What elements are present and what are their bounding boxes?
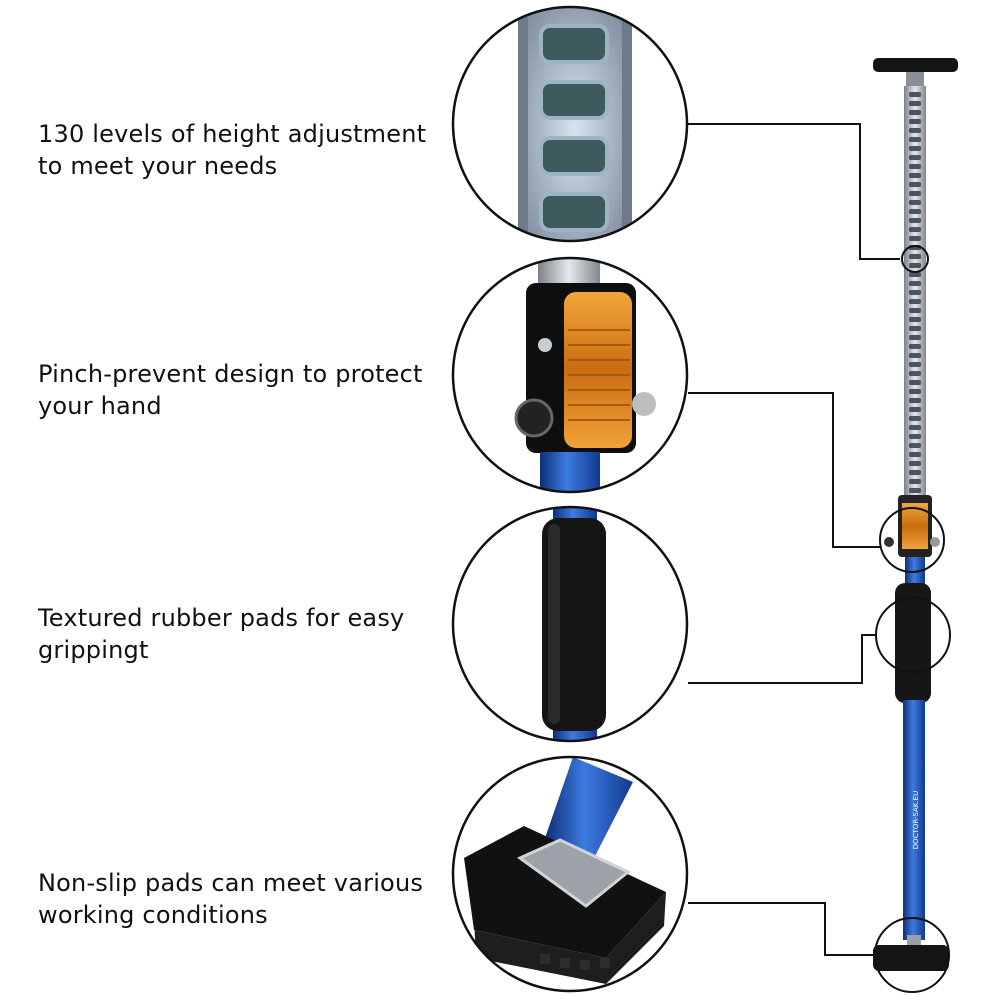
rack-slot	[909, 119, 921, 124]
rack-slot	[909, 164, 921, 169]
rack-slot	[909, 272, 921, 277]
rack-holes	[909, 92, 921, 493]
pole-label: DOCTOR-SAK.EU	[912, 791, 920, 849]
top-pad	[873, 58, 958, 72]
rack-slot	[909, 218, 921, 223]
rack-slot	[909, 335, 921, 340]
rack-slot	[909, 407, 921, 412]
product-pole: DOCTOR-SAK.EU	[873, 58, 958, 971]
rack-slot	[909, 488, 921, 493]
rack-slot	[909, 362, 921, 367]
rack-slot	[909, 317, 921, 322]
feature-label-pinch-prevent: Pinch-prevent design to protect your han…	[38, 360, 423, 420]
rack-slot	[909, 263, 921, 268]
rack-slot	[909, 443, 921, 448]
rack-slot	[909, 110, 921, 115]
rack-slot	[909, 452, 921, 457]
rack-slot	[909, 227, 921, 232]
rack-slot	[909, 470, 921, 475]
rack-slot	[909, 371, 921, 376]
rack-slot	[909, 146, 921, 151]
blue-pole	[903, 700, 925, 940]
rack-slot	[909, 101, 921, 106]
rack-slot	[909, 128, 921, 133]
rack-slot	[909, 398, 921, 403]
rack-slot	[909, 92, 921, 97]
detail-circle-rack	[451, 5, 689, 243]
detail-circle-base	[451, 755, 689, 993]
rack-slot	[909, 389, 921, 394]
rack-slot	[909, 209, 921, 214]
rack-slot	[909, 281, 921, 286]
rack-slot	[909, 236, 921, 241]
rack-slot	[909, 479, 921, 484]
rack-slot	[909, 344, 921, 349]
base-pad	[873, 945, 949, 971]
rack-slot	[909, 137, 921, 142]
rack-slot	[909, 290, 921, 295]
rack-slot	[909, 380, 921, 385]
rack-slot	[909, 173, 921, 178]
rubber-grip	[895, 583, 931, 703]
rack-slot	[909, 299, 921, 304]
rack-slot	[909, 182, 921, 187]
rack-slot	[909, 191, 921, 196]
detail-circle-clamp	[451, 256, 689, 494]
feature-label-rubber-pads: Textured rubber pads for easy grippingt	[38, 604, 405, 664]
rack-slot	[909, 461, 921, 466]
rack-slot	[909, 353, 921, 358]
callout-lines	[688, 123, 900, 956]
feature-label-height-adjustment: 130 levels of height adjustment to meet …	[38, 120, 427, 180]
rack-slot	[909, 434, 921, 439]
rack-slot	[909, 416, 921, 421]
pole-callout-circles	[874, 245, 951, 993]
rack-slot	[909, 155, 921, 160]
detail-circle-grip	[451, 505, 689, 743]
rack-slot	[909, 308, 921, 313]
rack-slot	[909, 200, 921, 205]
rack-slot	[909, 425, 921, 430]
rack-slot	[909, 254, 921, 259]
rack-slot	[909, 326, 921, 331]
feature-label-non-slip-pads: Non-slip pads can meet various working c…	[38, 869, 424, 929]
